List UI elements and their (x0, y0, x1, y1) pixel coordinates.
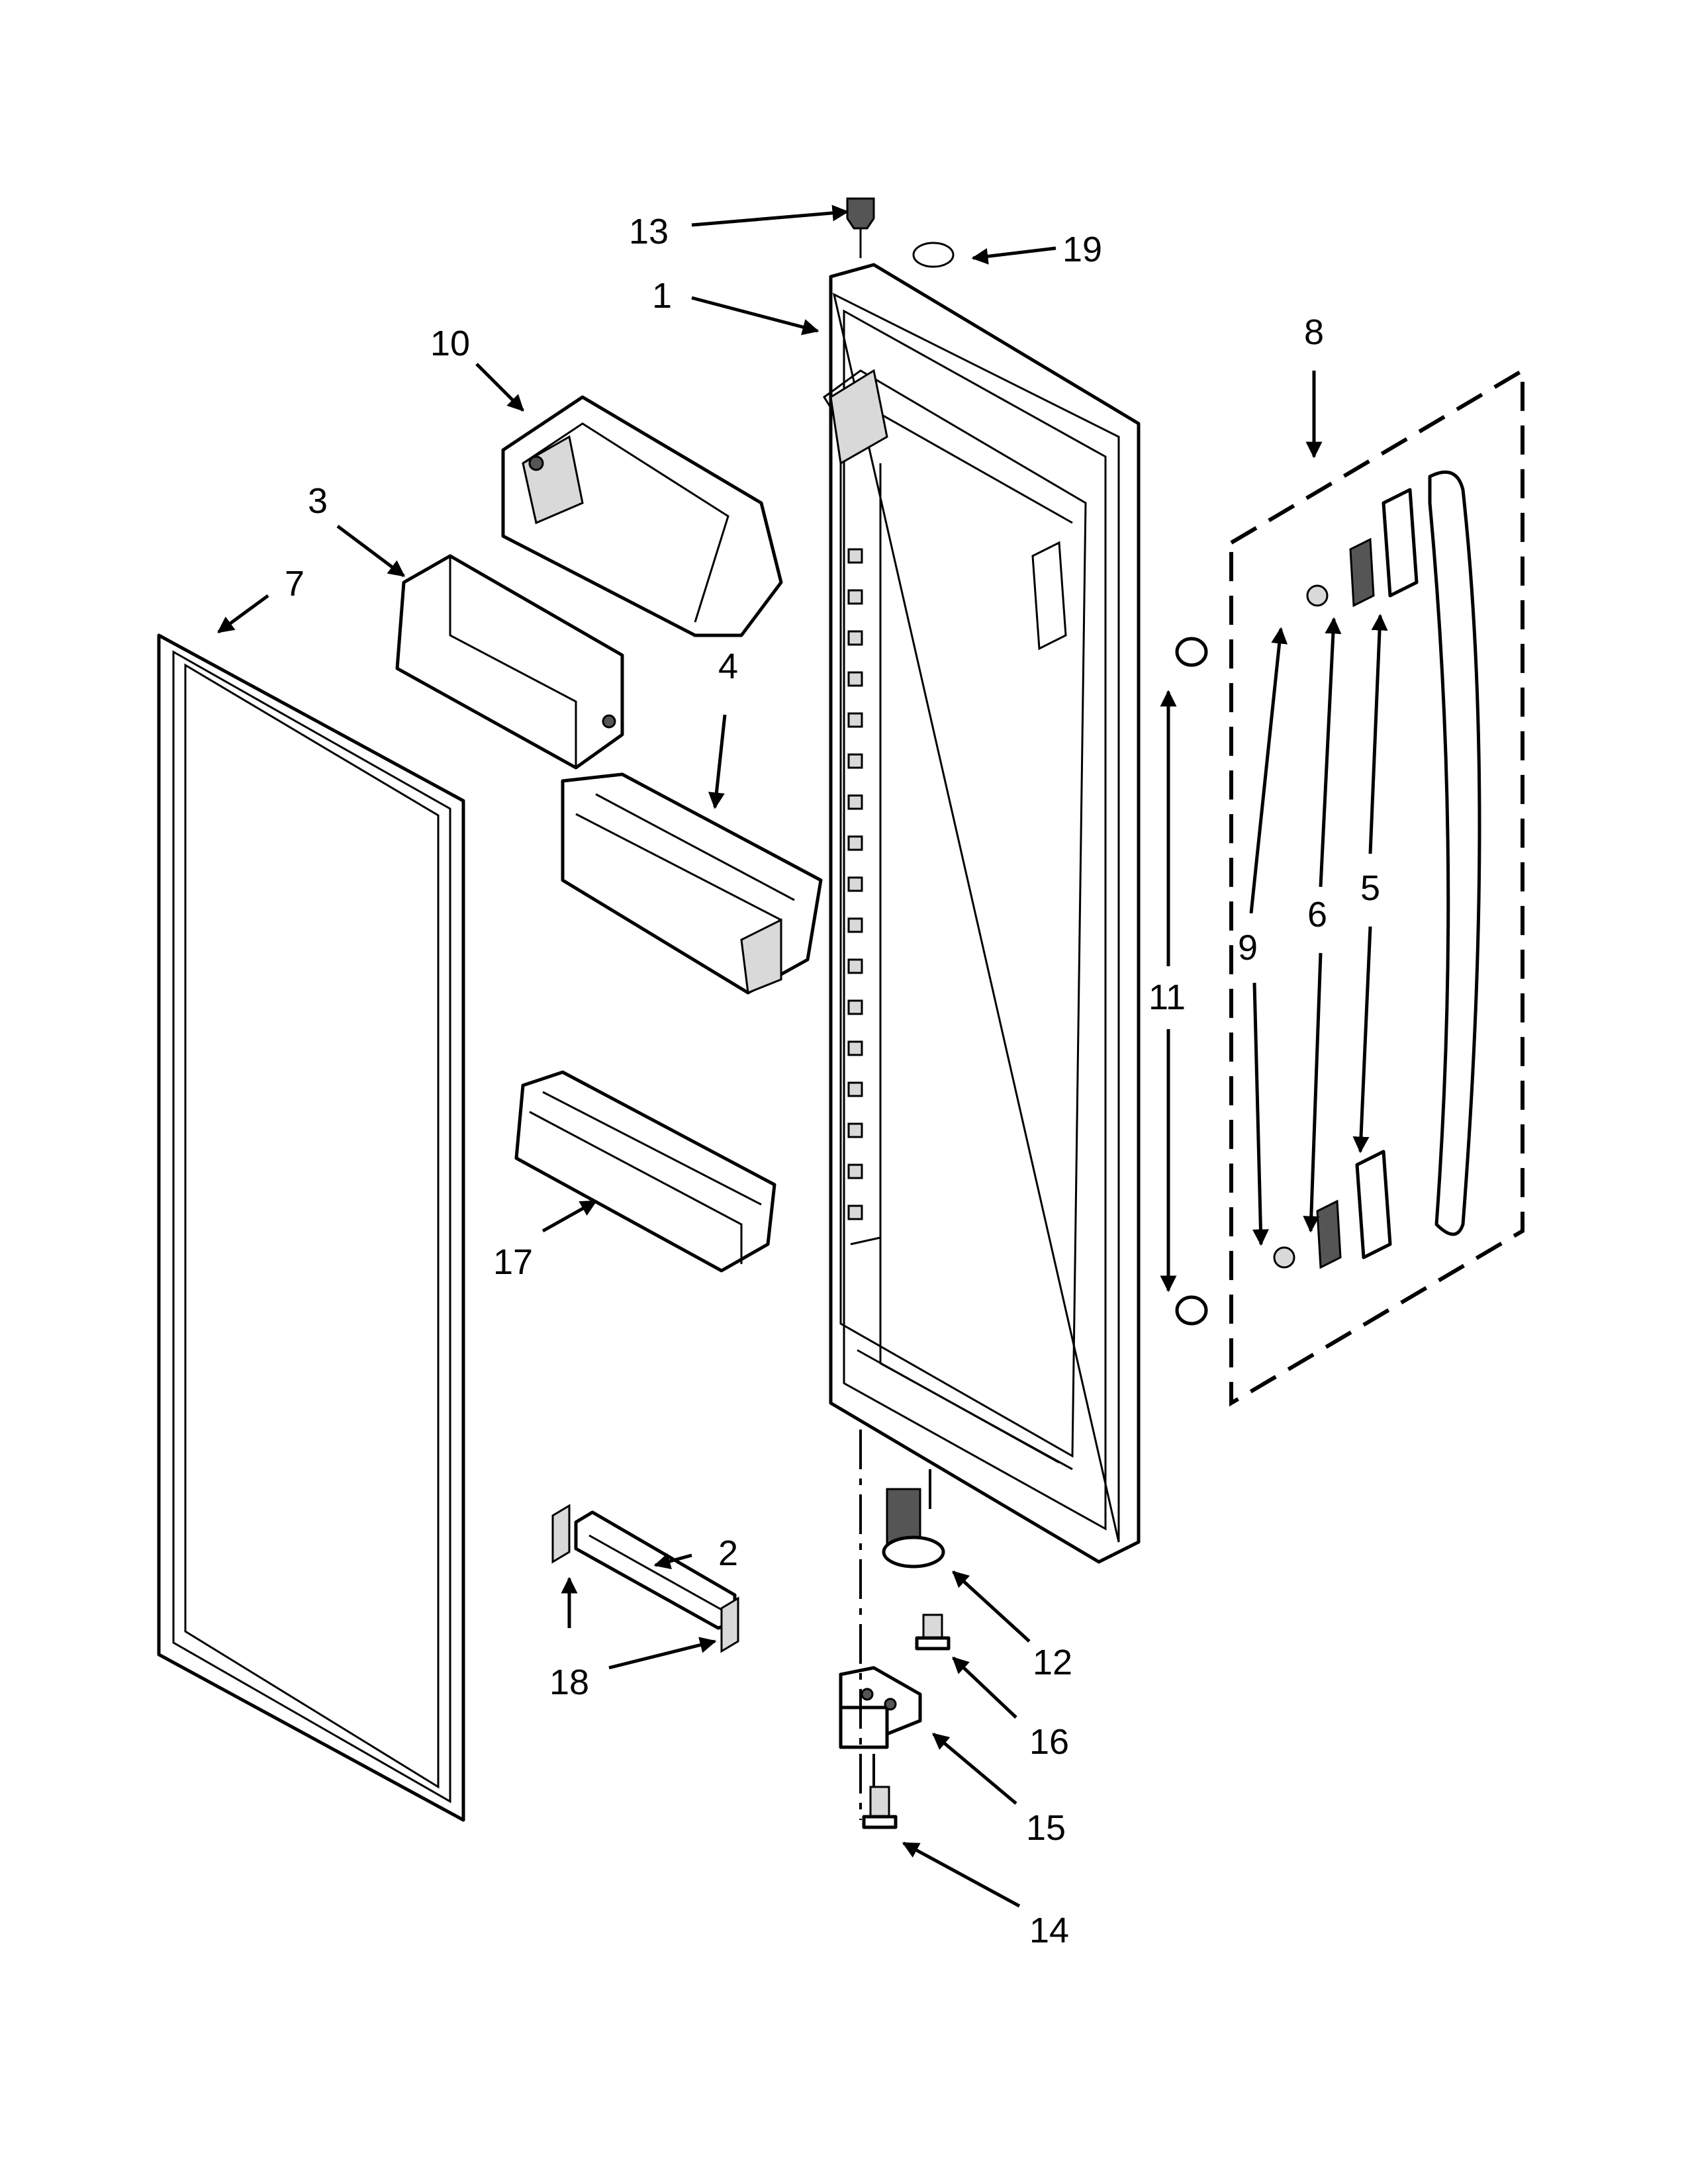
shelf-slot (847, 1163, 863, 1179)
callout-7: 7 (285, 564, 305, 604)
callout-5: 5 (1360, 868, 1380, 908)
callout-9: 9 (1238, 928, 1258, 968)
part-13-hinge-pin (846, 197, 875, 258)
callout-19: 19 (1062, 230, 1102, 269)
shelf-slot (847, 630, 863, 646)
part-17-door-bin (514, 1070, 776, 1273)
shelf-slot (847, 876, 863, 892)
shelf-slot (847, 712, 863, 728)
part-14-screw (862, 1786, 898, 1829)
shelf-slot (847, 1040, 863, 1056)
shelf-slot (847, 1081, 863, 1097)
shelf-slot (847, 835, 863, 851)
part-6-mounting-bracket (1316, 537, 1375, 1269)
part-11-mounting-stud (1175, 637, 1208, 1326)
callout-8: 8 (1304, 312, 1324, 352)
callout-11: 11 (1149, 978, 1186, 1017)
callout-1: 1 (652, 276, 672, 316)
part-10-dairy-compartment (501, 395, 783, 637)
callout-12: 12 (1033, 1643, 1072, 1682)
callout-16: 16 (1029, 1722, 1069, 1762)
part-16-screw (915, 1614, 951, 1651)
part-5-handle (1355, 470, 1481, 1259)
callout-labels: 13 19 1 10 8 3 7 4 6 5 9 11 17 2 18 12 1… (285, 212, 1380, 1950)
part-15-lower-hinge (839, 1666, 922, 1749)
shelf-slot (847, 589, 863, 605)
shelf-slot (847, 1205, 863, 1220)
callout-2: 2 (718, 1533, 738, 1573)
shelf-slot (847, 753, 863, 769)
callout-3: 3 (308, 481, 328, 521)
shelf-slot (847, 958, 863, 974)
callout-15: 15 (1026, 1808, 1066, 1848)
leader-lines (216, 205, 1388, 1908)
part-3-dairy-door (395, 554, 624, 770)
part-7-door-gasket (157, 633, 465, 1822)
shelf-slot (847, 671, 863, 687)
door-shelf-slots (847, 548, 863, 1220)
callout-4: 4 (718, 647, 738, 686)
part-19-washer (912, 242, 955, 268)
part-1-door-assembly (822, 263, 1141, 1564)
callout-18: 18 (549, 1662, 589, 1702)
callout-14: 14 (1029, 1911, 1069, 1950)
part-18-end-cap (551, 1504, 739, 1653)
part-4-door-bin (561, 772, 823, 995)
callout-6: 6 (1307, 895, 1327, 934)
part-12-hinge-bushing (882, 1488, 945, 1569)
shelf-slot (847, 1122, 863, 1138)
shelf-slot (847, 917, 863, 933)
part-8-handle-kit-box (1229, 367, 1524, 1407)
shelf-slot (847, 548, 863, 564)
part-9-screw (1273, 584, 1329, 1269)
part-2-shelf-rail (574, 1510, 737, 1630)
callout-17: 17 (493, 1242, 533, 1282)
callout-13: 13 (629, 212, 669, 251)
shelf-slot (847, 999, 863, 1015)
shelf-slot (847, 794, 863, 810)
callout-10: 10 (430, 324, 470, 363)
